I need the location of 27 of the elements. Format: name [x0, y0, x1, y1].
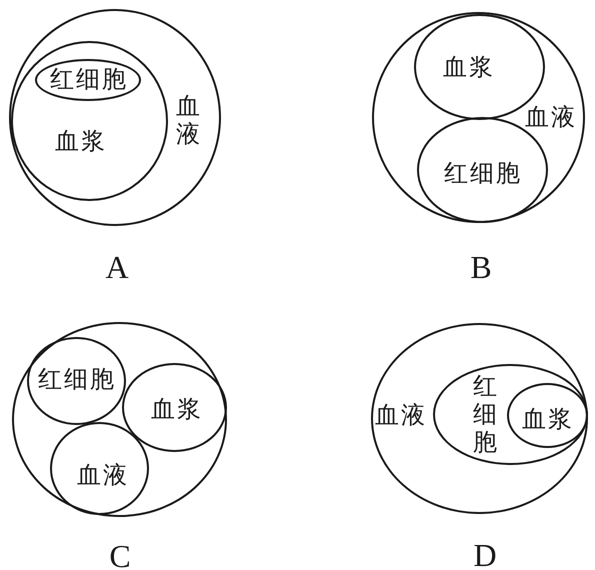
circle-label: 血浆 — [522, 407, 574, 433]
inner-circle — [50, 422, 149, 515]
circle-label: 红细胞 — [38, 367, 116, 393]
circle-label: 血浆 — [443, 55, 495, 81]
outer-circle — [371, 323, 588, 514]
panel-letter: C — [109, 539, 131, 570]
circle-label: 血液 — [525, 105, 577, 131]
inner-circle — [11, 41, 168, 201]
circle-label: 红细胞 — [50, 67, 128, 93]
inner-ellipse — [35, 59, 141, 101]
circle-label: 血液 — [375, 403, 427, 429]
panel-letter: D — [473, 538, 497, 570]
inner-ellipse — [433, 364, 588, 465]
circle-label: 红细胞 — [444, 161, 522, 187]
outer-circle — [372, 12, 585, 223]
circle-label: 血液 — [176, 93, 200, 149]
outer-circle — [12, 322, 227, 517]
circle-label: 血浆 — [151, 397, 203, 423]
panel-letter: B — [470, 250, 492, 284]
outer-circle — [9, 9, 221, 226]
inner-circle — [122, 363, 227, 452]
inner-circle — [27, 337, 126, 425]
inner-circle — [507, 383, 588, 448]
panel-letter: A — [105, 250, 129, 284]
circle-label: 血液 — [77, 463, 129, 489]
circle-label: 红细胞 — [472, 373, 498, 457]
circle-label: 血浆 — [55, 129, 107, 155]
